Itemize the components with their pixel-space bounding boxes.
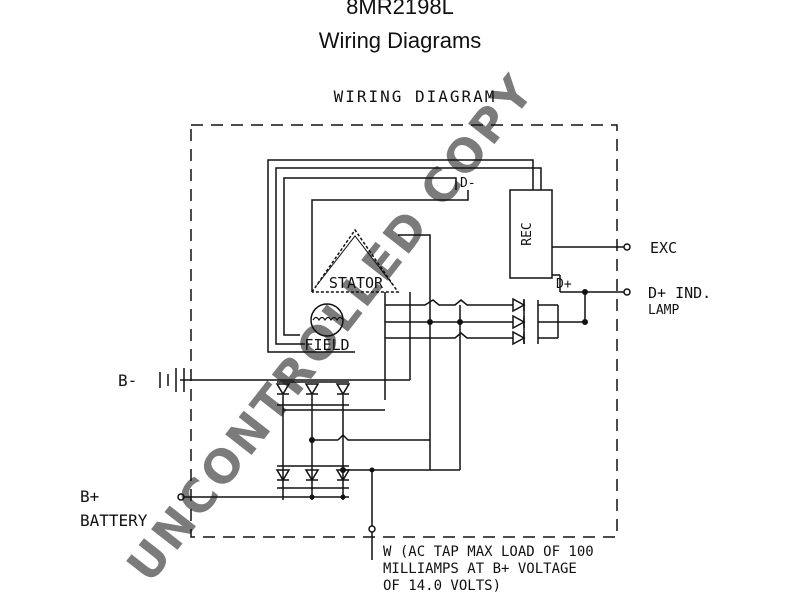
battery-minus-label: B-: [118, 371, 137, 390]
d-plus-lamp-label: D+ IND.: [648, 284, 711, 302]
d-minus-label: D-: [460, 176, 476, 191]
w-tap-note-line1: W (AC TAP MAX LOAD OF 100: [383, 544, 594, 560]
junction-dots: [309, 289, 588, 500]
stator-label: STATOR: [329, 274, 384, 292]
diagram-heading: WIRING DIAGRAM: [334, 87, 497, 106]
battery-icon: [159, 368, 185, 392]
w-tap-note-line2: MILLIAMPS AT B+ VOLTAGE: [383, 561, 577, 577]
page-subtitle: Wiring Diagrams: [318, 28, 482, 53]
battery-label: BATTERY: [80, 511, 148, 530]
part-number-title: 8MR2198L: [346, 0, 454, 19]
rectifier-box: [509, 189, 553, 279]
rectifier-label: REC: [520, 222, 535, 245]
field-label: FIELD: [304, 336, 349, 354]
battery-plus-label: B+: [80, 487, 99, 506]
enclosure-outline: [190, 124, 618, 538]
exc-terminal: [623, 243, 631, 251]
w-tap-note-line3: OF 14.0 VOLTS): [383, 578, 501, 594]
diode-bridge-right: [512, 298, 525, 345]
lamp-label: LAMP: [648, 303, 679, 318]
w-terminal: [368, 525, 376, 533]
exc-label: EXC: [650, 239, 677, 257]
d-plus-label: D+: [556, 277, 572, 292]
d-plus-terminal: [623, 288, 631, 296]
b-plus-terminal: [177, 493, 185, 501]
stator-winding: [311, 228, 400, 293]
watermark: UNCONTROLLED COPY: [116, 63, 545, 591]
